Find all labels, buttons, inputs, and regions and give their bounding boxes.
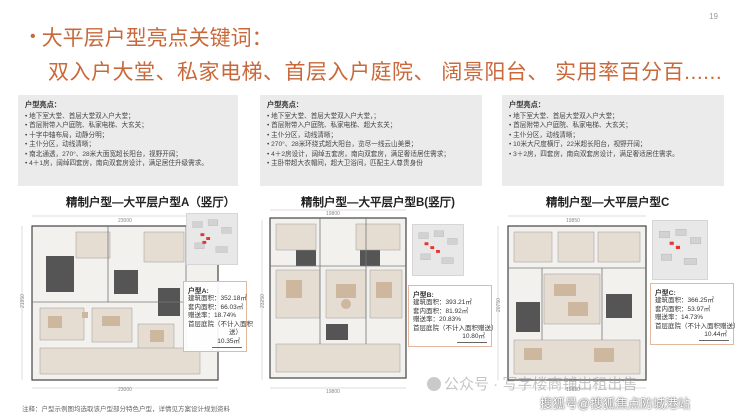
watermark-sohu: 搜狐号@搜狐焦点防城港站 <box>540 397 691 411</box>
info-key: 套内面积： <box>655 305 688 313</box>
info-key: 首层庭院（不计入面积 <box>188 320 253 328</box>
bullet-dot-icon: • <box>30 28 36 45</box>
info-key: 建筑面积： <box>655 297 688 304</box>
info-value: 10.44㎡ <box>699 331 729 341</box>
title-line-2: 双入户大堂、私家电梯、首层入户庭院、 阔景阳台、 实用率百分百...... <box>48 61 723 84</box>
highlight-item: 地下室大堂、首层大堂双入户大堂； <box>509 112 717 121</box>
info-value: 366.25㎡ <box>687 297 714 304</box>
dim-label: 19800 <box>326 211 340 217</box>
info-value: 送） <box>229 329 242 337</box>
info-value: 81.92㎡ <box>445 307 469 315</box>
info-key: 赠送率： <box>413 316 439 324</box>
dim-label: 23000 <box>118 218 132 224</box>
floor-plan-b-drawing: 19800 19800 23250 <box>260 209 407 394</box>
highlight-item: 地下室大堂、首层大堂双入户大堂； <box>25 112 231 121</box>
floor-plan-c-drawing: 19850 19850 20750 <box>496 215 647 392</box>
plan-info-a: 户型A: 建筑面积：352.18㎡ 套内面积：66.03㎡ 赠送率：18.74%… <box>183 281 253 352</box>
info-key: 建筑面积： <box>413 299 446 306</box>
dim-label: 19850 <box>566 387 580 392</box>
highlight-item: 主仆分区，动线清晰； <box>509 131 717 140</box>
site-location-thumbnail-a <box>186 213 238 265</box>
info-value: 393.21㎡ <box>445 299 472 306</box>
highlight-item: 南北通透，270°、28米大面宽超长阳台，视野开阔； <box>25 150 231 159</box>
highlights-heading: 户型亮点： <box>25 100 61 109</box>
dim-label: 19850 <box>566 218 580 224</box>
info-value: 53.97㎡ <box>687 305 711 313</box>
site-location-thumbnail-c <box>652 220 708 280</box>
floor-plan-b: 19800 19800 23250 <box>256 204 482 394</box>
highlights-box-c: 户型亮点： 地下室大堂、首层大堂双入户大堂； 首层附带入户庭院、私家电梯、大玄关… <box>502 95 724 186</box>
page-number: 19 <box>709 12 718 21</box>
plan-title-c: 精制户型—大平层户型C <box>546 197 670 209</box>
site-location-thumbnail-b <box>412 224 464 276</box>
highlight-item: 270°、28米环绕式超大阳台，览尽一线云山美景； <box>267 140 475 149</box>
floor-plan-a-drawing: 23000 23000 21950 <box>20 215 219 392</box>
plan-info-c: 户型C: 建筑面积：366.25㎡ 套内面积：53.97㎡ 赠送率：14.73%… <box>650 283 740 345</box>
highlight-item: 首层附带入户庭院、私家电梯、大玄关； <box>509 121 717 130</box>
info-key: 首层庭院（不计入面积赠送） <box>655 322 740 330</box>
highlight-item: 主仆分区，动线清晰； <box>25 140 231 149</box>
info-value: 352.18㎡ <box>220 295 247 302</box>
plan-info-b: 户型B: 建筑面积：393.21㎡ 套内面积：81.92㎡ 赠送率：20.83%… <box>408 285 498 347</box>
info-value: 18.74% <box>214 312 237 320</box>
highlights-box-a: 户型亮点： 地下室大堂、首层大堂双入户大堂； 首层附带入户庭院、私家电梯、大玄关… <box>18 95 238 186</box>
dim-label: 23000 <box>118 387 132 392</box>
watermark-gzh-text: 公众号 · 写字楼商铺出租出售 <box>444 376 638 393</box>
highlights-box-b: 户型亮点： 地下室大堂、首层大堂双入户大堂，； 首层附带入户庭院、私家电梯、超大… <box>260 95 482 186</box>
info-value: 66.03㎡ <box>220 303 244 311</box>
info-value: 20.83% <box>439 316 462 324</box>
slide-title: • 大平层户型亮点关键词： 双入户大堂、私家电梯、首层入户庭院、 阔景阳台、 实用… <box>30 22 723 86</box>
info-key: 赠送率： <box>188 312 214 320</box>
highlight-item: 4＋1房，阔绰四套房，南向双套房设计，满足居住升级需求。 <box>25 159 231 168</box>
wechat-icon <box>427 377 441 391</box>
floor-plan-a: 23000 23000 21950 <box>18 212 244 392</box>
title-line-1: 大平层户型亮点关键词： <box>41 27 273 50</box>
highlight-item: 地下室大堂、首层大堂双入户大堂，； <box>267 112 475 121</box>
floor-plan-c: 19850 19850 20750 <box>494 212 720 392</box>
dim-label: 23250 <box>260 294 266 308</box>
highlight-item: 十字中轴布局，动静分明； <box>25 131 231 140</box>
highlight-item: 主仆分区，动线清晰； <box>267 131 475 140</box>
info-key: 建筑面积： <box>188 295 221 302</box>
highlight-item: 3＋2房，四套房，南向双套房设计，满足奢适居住需求。 <box>509 150 717 159</box>
highlight-item: 10米大尺度横厅，22米超长阳台，视野开阔； <box>509 140 717 149</box>
watermark-gzh: 公众号 · 写字楼商铺出租出售 <box>427 373 637 394</box>
highlights-heading: 户型亮点： <box>267 100 303 109</box>
dim-label: 19800 <box>326 389 340 394</box>
highlight-item: 首层附带入户庭院、私家电梯、大玄关； <box>25 121 231 130</box>
info-key: 首层庭院（不计入面积赠送） <box>413 324 498 332</box>
plan-title-a: 精制户型—大平层户型A（竖厅） <box>66 197 236 209</box>
plan-title-b: 精制户型—大平层户型B(竖厅) <box>301 197 455 209</box>
plan-label: 户型B: <box>413 292 434 299</box>
dim-label: 21950 <box>20 294 26 308</box>
info-value: 10.80㎡ <box>457 333 487 343</box>
dim-label: 20750 <box>496 298 502 312</box>
highlight-item: 主卧带超大衣帽间，超大卫浴间，匹配主人尊贵身份 <box>267 159 475 168</box>
info-value: 10.35㎡ <box>212 338 242 348</box>
info-key: 套内面积： <box>413 307 446 315</box>
highlight-item: 4＋2房设计，阔绰五套房，南向双套房，满足奢适居住需求； <box>267 150 475 159</box>
plan-label: 户型A: <box>188 288 209 295</box>
info-key: 赠送率： <box>655 314 681 322</box>
highlight-item: 首层附带入户庭院、私家电梯、超大玄关； <box>267 121 475 130</box>
plan-label: 户型C: <box>655 290 676 297</box>
highlights-heading: 户型亮点： <box>509 100 545 109</box>
footnote: 注释：户型示例图均选取该户型部分特色户型，详情见方案设计规划资料 <box>22 406 230 413</box>
info-value: 14.73% <box>681 314 704 322</box>
info-key: 套内面积： <box>188 303 221 311</box>
